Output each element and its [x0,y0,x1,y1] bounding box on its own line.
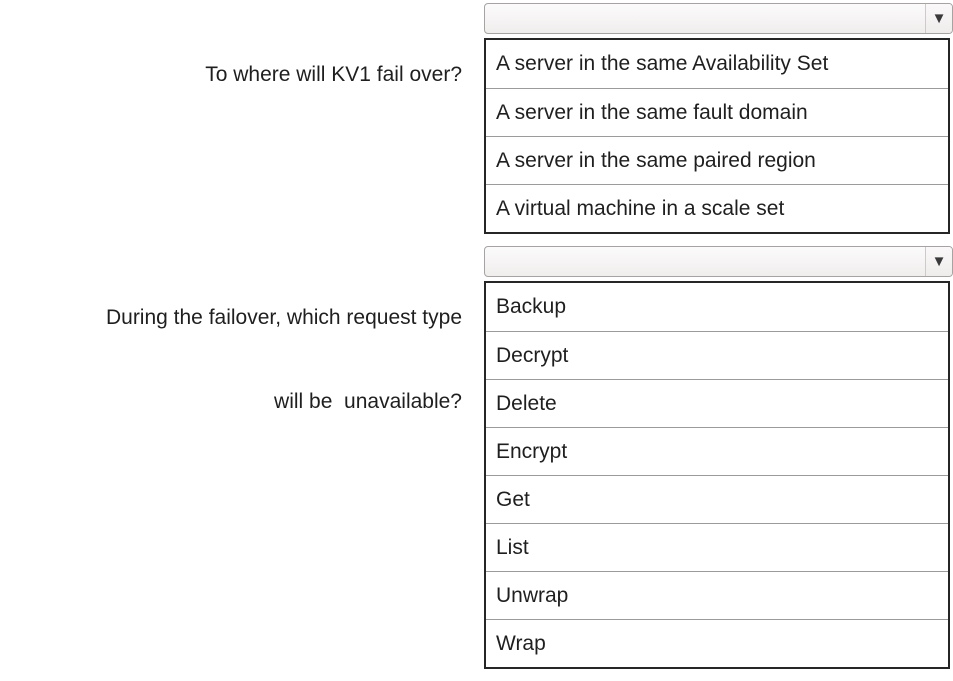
question-row-unavailable-request-type: During the failover, which request type … [0,246,953,669]
option-item[interactable]: Unwrap [486,571,948,619]
question-1-dropdown-value[interactable] [485,4,925,33]
option-item[interactable]: Get [486,475,948,523]
question-2-answer-area: ▼ Backup Decrypt Delete Encrypt Get List… [484,246,953,669]
option-item[interactable]: Wrap [486,619,948,667]
question-1-answer-area: ▼ A server in the same Availability Set … [484,3,953,234]
question-1-options-list: A server in the same Availability Set A … [484,38,950,234]
option-item[interactable]: List [486,523,948,571]
option-item[interactable]: Encrypt [486,427,948,475]
question-1-label-line: To where will KV1 fail over? [205,63,462,86]
question-1-dropdown[interactable]: ▼ [484,3,953,34]
question-1-label: To where will KV1 fail over? [0,3,462,145]
option-item[interactable]: A server in the same Availability Set [496,52,829,75]
option-item[interactable]: Delete [486,379,948,427]
option-item[interactable]: A server in the same paired region [486,136,948,184]
question-2-options-list: Backup Decrypt Delete Encrypt Get List U… [484,281,950,669]
option-item[interactable]: A server in the same fault domain [486,88,948,136]
question-2-dropdown[interactable]: ▼ [484,246,953,277]
question-2-label-line: During the failover, which request type [105,306,462,329]
question-2-dropdown-arrow-button[interactable]: ▼ [925,247,952,276]
question-2-dropdown-value[interactable] [485,247,925,276]
question-2-label-line: will be unavailable? [274,390,462,413]
question-1-dropdown-arrow-button[interactable]: ▼ [925,4,952,33]
option-item[interactable]: Backup [496,295,567,318]
option-item[interactable]: A virtual machine in a scale set [486,184,948,232]
question-2-label: During the failover, which request type … [0,246,462,472]
option-item[interactable]: Decrypt [486,331,948,379]
question-row-failover-target: To where will KV1 fail over? ▼ A server … [0,3,953,234]
dropdown-arrow-icon: ▼ [931,253,947,270]
dropdown-arrow-icon: ▼ [931,10,947,27]
